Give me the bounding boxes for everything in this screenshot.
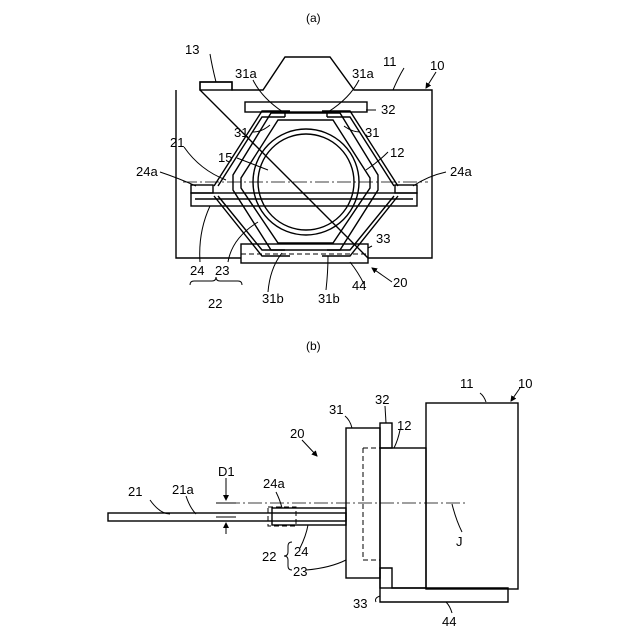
- label-32: 32: [381, 102, 395, 117]
- label-20-b: 20: [290, 426, 304, 441]
- label-31a-right: 31a: [352, 66, 374, 81]
- label-31-left: 31: [234, 125, 248, 140]
- label-12: 12: [390, 145, 404, 160]
- leader-31b-right: [326, 256, 328, 290]
- brace-22-b: [284, 542, 292, 570]
- leader-13: [210, 54, 216, 82]
- lens-barrel-12-side: [380, 448, 426, 588]
- leader-44-b: [446, 602, 452, 613]
- label-44-b: 44: [442, 614, 456, 629]
- label-24a-right: 24a: [450, 164, 472, 179]
- leader-j: [452, 504, 462, 532]
- label-24: 24: [190, 263, 204, 278]
- label-21: 21: [170, 135, 184, 150]
- support-arm-31-upper-right: [322, 111, 398, 186]
- label-11-b: 11: [460, 376, 474, 391]
- label-24-b: 24: [294, 544, 308, 559]
- label-20-a: 20: [393, 275, 407, 290]
- rail-end-24a-right: [395, 185, 417, 193]
- label-21-b: 21: [128, 484, 142, 499]
- label-31b-right: 31b: [318, 291, 340, 306]
- camera-body-11-side: [426, 403, 518, 589]
- label-12-b: 12: [397, 418, 411, 433]
- leader-21a-b: [186, 496, 196, 514]
- support-arm-31-lower-right: [322, 196, 398, 256]
- leader-21-b: [150, 500, 170, 514]
- panel-b: (b): [108, 339, 532, 629]
- leader-24: [200, 206, 210, 262]
- brace-22: [190, 277, 242, 285]
- leader-31-b: [345, 416, 352, 428]
- label-j: J: [456, 534, 463, 549]
- plate-32-side: [380, 423, 392, 448]
- label-44: 44: [352, 278, 366, 293]
- label-31-right: 31: [365, 125, 379, 140]
- rail-end-24a-left: [191, 185, 213, 193]
- label-33: 33: [376, 231, 390, 246]
- plate-33-44-side: [380, 568, 508, 602]
- label-31a-left: 31a: [235, 66, 257, 81]
- leader-24a-left: [160, 172, 196, 186]
- leader-31b-left: [268, 253, 282, 292]
- leader-11: [393, 68, 404, 90]
- leader-23: [228, 222, 258, 262]
- label-31-b: 31: [329, 402, 343, 417]
- leader-20-a: [372, 268, 392, 282]
- rail-24-23-side: [272, 508, 346, 525]
- support-arm-31-upper: [214, 111, 290, 186]
- label-10: 10: [430, 58, 444, 73]
- leader-31a-right: [328, 80, 359, 112]
- label-23-b: 23: [293, 564, 307, 579]
- label-11: 11: [383, 54, 397, 69]
- label-23: 23: [215, 263, 229, 278]
- label-22-b: 22: [262, 549, 276, 564]
- label-24a-b: 24a: [263, 476, 285, 491]
- leader-11-b: [480, 393, 486, 402]
- leader-32-b: [385, 406, 386, 423]
- label-32-b: 32: [375, 392, 389, 407]
- leader-31a-left: [253, 80, 283, 112]
- leader-24a-right: [413, 172, 446, 186]
- label-10-b: 10: [518, 376, 532, 391]
- leader-10: [426, 72, 436, 88]
- label-31b-left: 31b: [262, 291, 284, 306]
- panel-a: (a): [136, 11, 472, 311]
- label-21a-b: 21a: [172, 482, 194, 497]
- lens-barrel-inner: [241, 120, 370, 243]
- label-15: 15: [218, 150, 232, 165]
- label-22: 22: [208, 296, 222, 311]
- shutter-button-13: [200, 82, 232, 90]
- caption-a: (a): [306, 11, 321, 25]
- label-d1: D1: [218, 464, 235, 479]
- caption-b: (b): [306, 339, 321, 353]
- label-33-b: 33: [353, 596, 367, 611]
- leader-24a-b: [276, 492, 282, 508]
- label-13: 13: [185, 42, 199, 57]
- leader-20-b: [302, 440, 317, 456]
- hidden-lines-b: [363, 448, 380, 560]
- leader-23-b: [306, 560, 346, 570]
- label-24a-left: 24a: [136, 164, 158, 179]
